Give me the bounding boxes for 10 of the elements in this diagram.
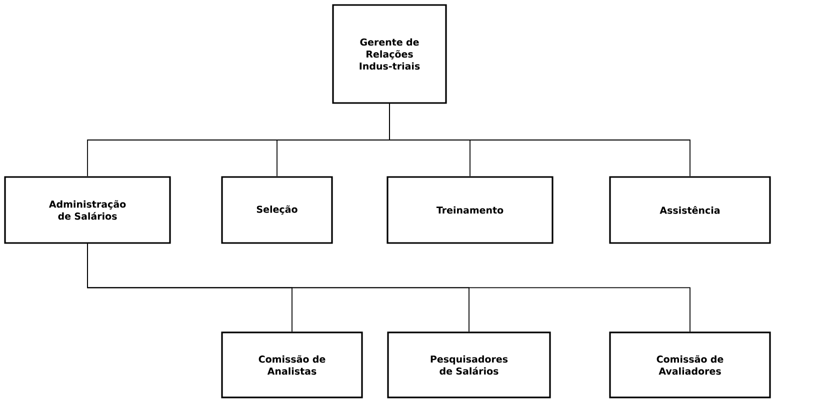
connector-line [389, 103, 690, 177]
org-box: Assistência [609, 176, 771, 244]
org-box: Administração de Salários [4, 176, 171, 244]
org-box: Treinamento [386, 176, 554, 244]
org-box: Comissão de Avaliadores [609, 332, 771, 398]
org-box: Pesquisadores de Salários [387, 332, 551, 398]
org-box: Gerente de Relações Indus-triais [332, 4, 447, 104]
connector-line [87, 243, 690, 332]
org-box: Comissão de Analistas [221, 332, 363, 398]
org-box: Seleção [221, 176, 333, 244]
